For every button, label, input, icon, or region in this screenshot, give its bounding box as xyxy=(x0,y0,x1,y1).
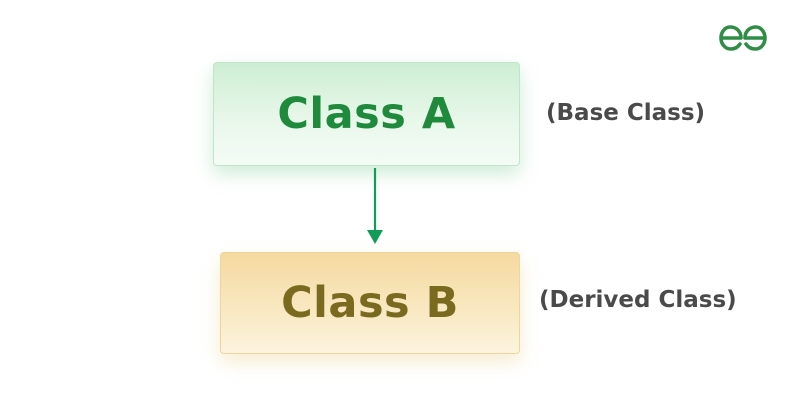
geeksforgeeks-logo-icon xyxy=(719,25,767,51)
derived-class-title: Class B xyxy=(281,278,459,328)
base-class-role-label: (Base Class) xyxy=(546,100,706,126)
derived-class-role-label: (Derived Class) xyxy=(539,287,737,313)
arrow-down-icon xyxy=(367,168,383,244)
derived-class-box: Class B xyxy=(220,252,520,354)
base-class-box: Class A xyxy=(213,62,520,166)
base-class-title: Class A xyxy=(277,89,456,139)
